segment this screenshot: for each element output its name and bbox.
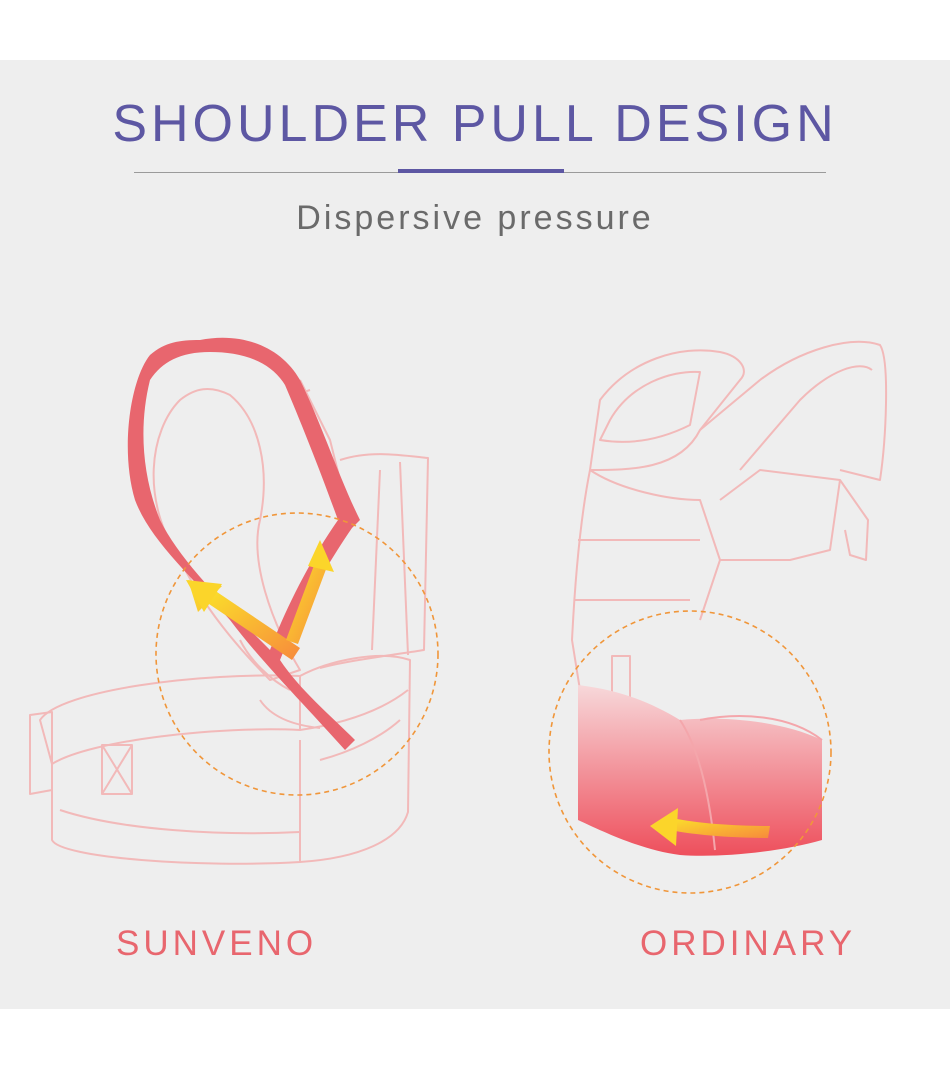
pressure-arrow-icon — [650, 808, 770, 846]
page-title: SHOULDER PULL DESIGN — [112, 95, 838, 153]
pressure-arrow-icon — [186, 540, 334, 660]
sunveno-shoulder-strap — [127, 337, 361, 750]
sunveno-label: SUNVENO — [116, 924, 318, 963]
ordinary-waist-belt — [578, 685, 822, 856]
pressure-zone-circle-right — [548, 610, 832, 894]
title-divider-accent — [398, 169, 564, 173]
page-subtitle: Dispersive pressure — [296, 199, 654, 237]
ordinary-carrier-illustration — [571, 341, 888, 701]
ordinary-label: ORDINARY — [640, 924, 857, 963]
hip-seat-carrier-illustration — [29, 379, 429, 865]
pressure-zone-circle-left — [155, 512, 439, 796]
